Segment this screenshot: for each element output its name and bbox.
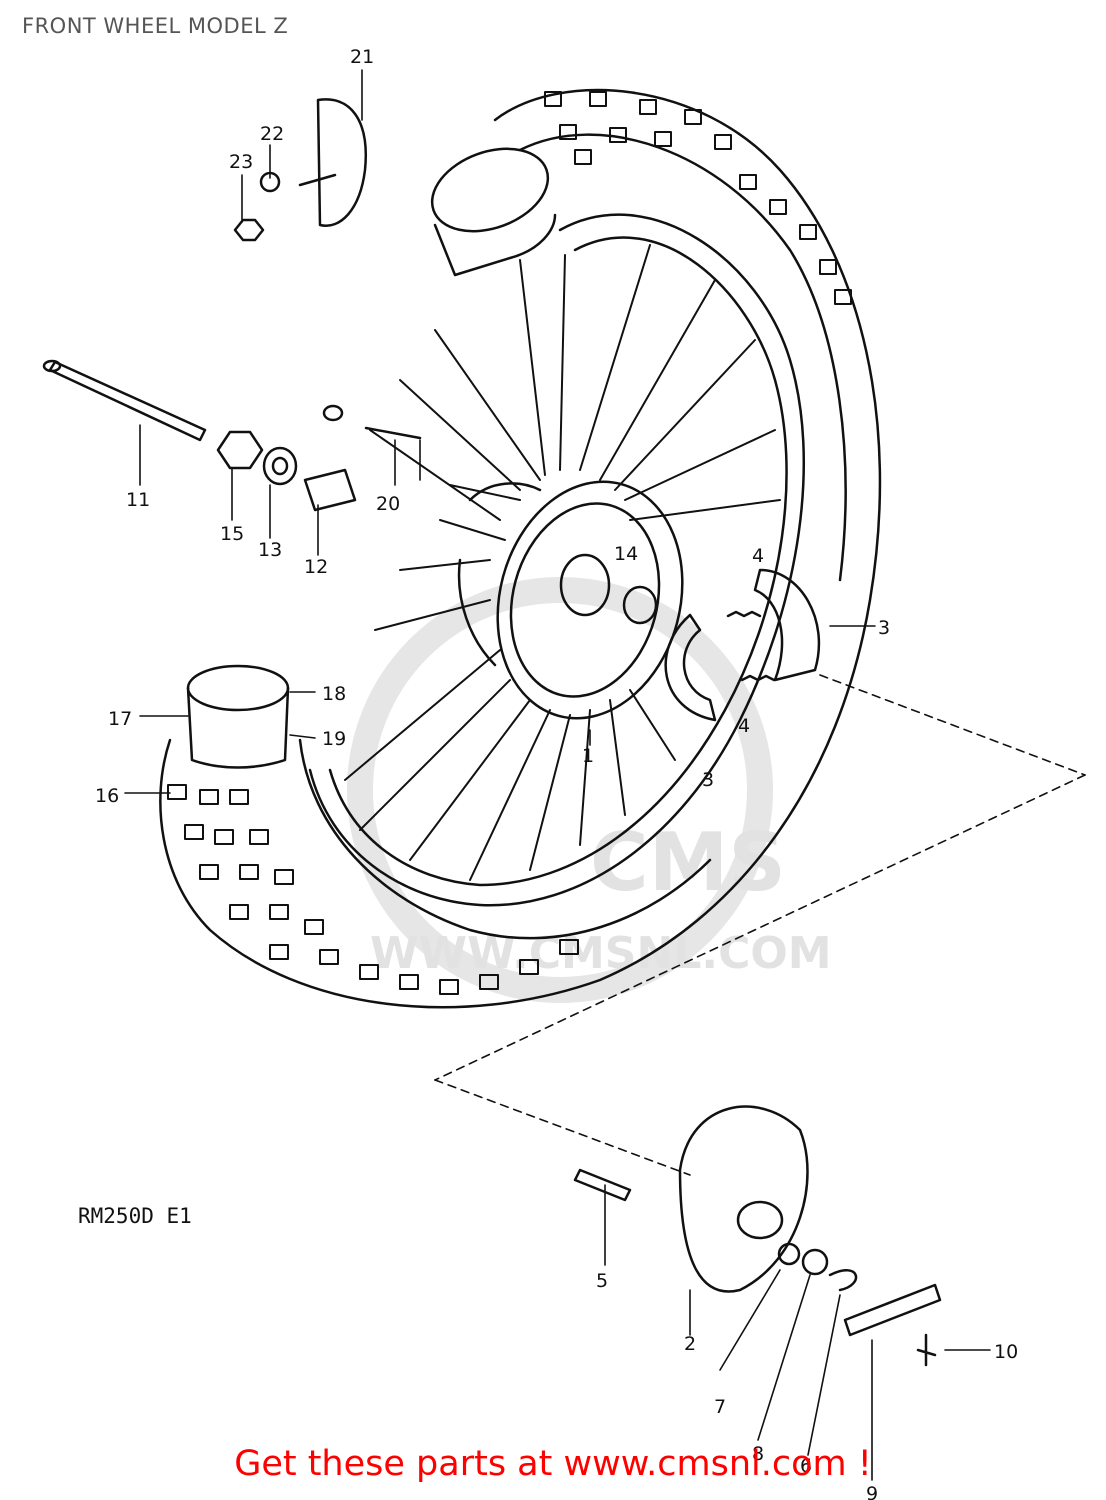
leader-lines — [124, 69, 991, 1481]
callout-10: 10 — [994, 1341, 1018, 1363]
callout-9: 9 — [866, 1483, 878, 1500]
get-parts-link[interactable]: Get these parts at www.cmsnl.com ! — [234, 1444, 872, 1484]
callout-4: 4 — [752, 545, 764, 567]
callout-11: 11 — [126, 489, 150, 511]
page-title: FRONT WHEEL MODEL Z — [22, 14, 289, 38]
callout-21: 21 — [350, 46, 374, 68]
spokes — [344, 244, 781, 881]
callout-2: 2 — [684, 1333, 696, 1355]
callout-13: 13 — [258, 539, 282, 561]
axle-parts — [42, 359, 357, 512]
watermark: CMS WWW.CMSNL.COM — [347, 577, 832, 1003]
callout-3: 3 — [878, 617, 890, 639]
rim-lock — [233, 98, 368, 242]
callout-5: 5 — [596, 1270, 608, 1292]
callout-17: 17 — [108, 708, 132, 730]
callout-14: 14 — [614, 543, 638, 565]
callout-18: 18 — [322, 683, 346, 705]
rim — [308, 213, 806, 907]
callout-6: 6 — [800, 1455, 812, 1477]
callout-8: 8 — [752, 1443, 764, 1465]
assembly-lines — [434, 674, 1086, 1176]
inner-tube — [186, 147, 557, 769]
callout-labels: 1 2 3 3 4 4 5 6 7 8 9 10 11 12 13 14 15 … — [95, 46, 1018, 1500]
callout-12: 12 — [304, 556, 328, 578]
callout-20: 20 — [376, 493, 400, 515]
callout-19: 19 — [322, 728, 346, 750]
model-label: RM250D E1 — [78, 1204, 192, 1228]
callout-7: 7 — [714, 1396, 726, 1418]
callout-4-b: 4 — [738, 715, 750, 737]
tire — [159, 88, 882, 1009]
callout-23: 23 — [229, 151, 253, 173]
watermark-text: WWW.CMSNL.COM — [370, 928, 832, 979]
callout-3-b: 3 — [702, 769, 714, 791]
callout-1: 1 — [582, 745, 594, 767]
spoke-nipple — [322, 404, 422, 440]
brake-shoes — [664, 568, 821, 722]
callout-15: 15 — [220, 523, 244, 545]
callout-22: 22 — [260, 123, 284, 145]
callout-16: 16 — [95, 785, 119, 807]
brake-panel — [573, 1105, 942, 1367]
hub — [457, 480, 684, 720]
